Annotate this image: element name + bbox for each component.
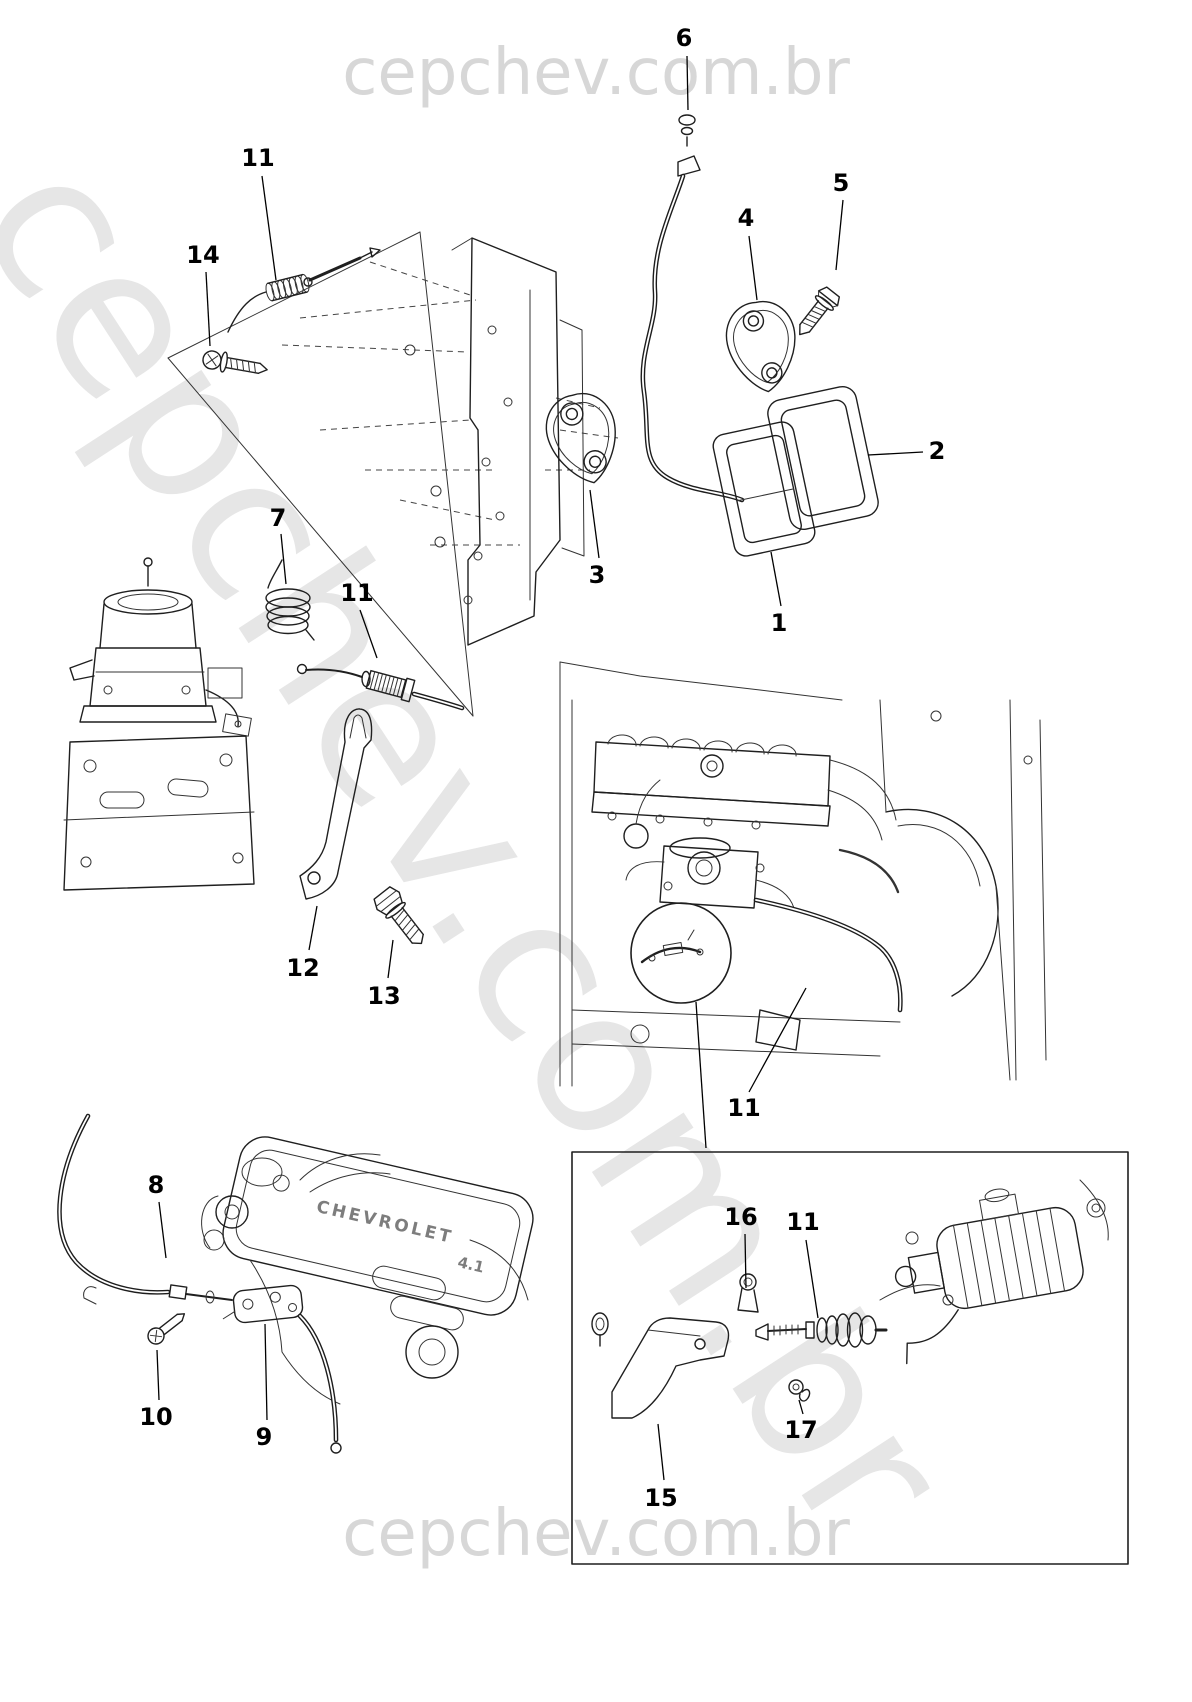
engine-size-badge: 4.1 <box>456 1253 486 1277</box>
gasket-plate-4 <box>722 298 802 397</box>
cable-mid-11 <box>298 665 463 709</box>
firewall-panel <box>452 238 584 645</box>
engine-top-view: CHEVROLET 4.1 <box>59 1116 538 1453</box>
grommet-small <box>592 1313 608 1346</box>
cable-end-11 <box>756 1313 886 1347</box>
cable-upper-11 <box>228 248 380 332</box>
bolt-13 <box>371 884 432 952</box>
bracket-15 <box>612 1318 729 1418</box>
bracket-12 <box>300 709 372 899</box>
detail-box <box>572 1152 1128 1564</box>
rod-bracket-part-6 <box>643 115 742 500</box>
pump-assembly <box>880 1177 1094 1364</box>
bezel-frame-2 <box>765 384 880 532</box>
screw-5 <box>790 285 842 342</box>
clip-16 <box>738 1274 758 1312</box>
gasket-plate-3 <box>539 387 627 491</box>
carburetor-assembly <box>64 558 254 890</box>
leader-lines <box>157 56 923 1480</box>
engine-side-view <box>560 662 1046 1148</box>
engine-brand-badge: CHEVROLET <box>315 1197 456 1248</box>
bezel-frame-1 <box>711 420 817 558</box>
construction-lines <box>168 232 618 716</box>
spring-7 <box>266 560 314 640</box>
clip-17 <box>789 1380 810 1401</box>
screw-14 <box>201 349 268 380</box>
